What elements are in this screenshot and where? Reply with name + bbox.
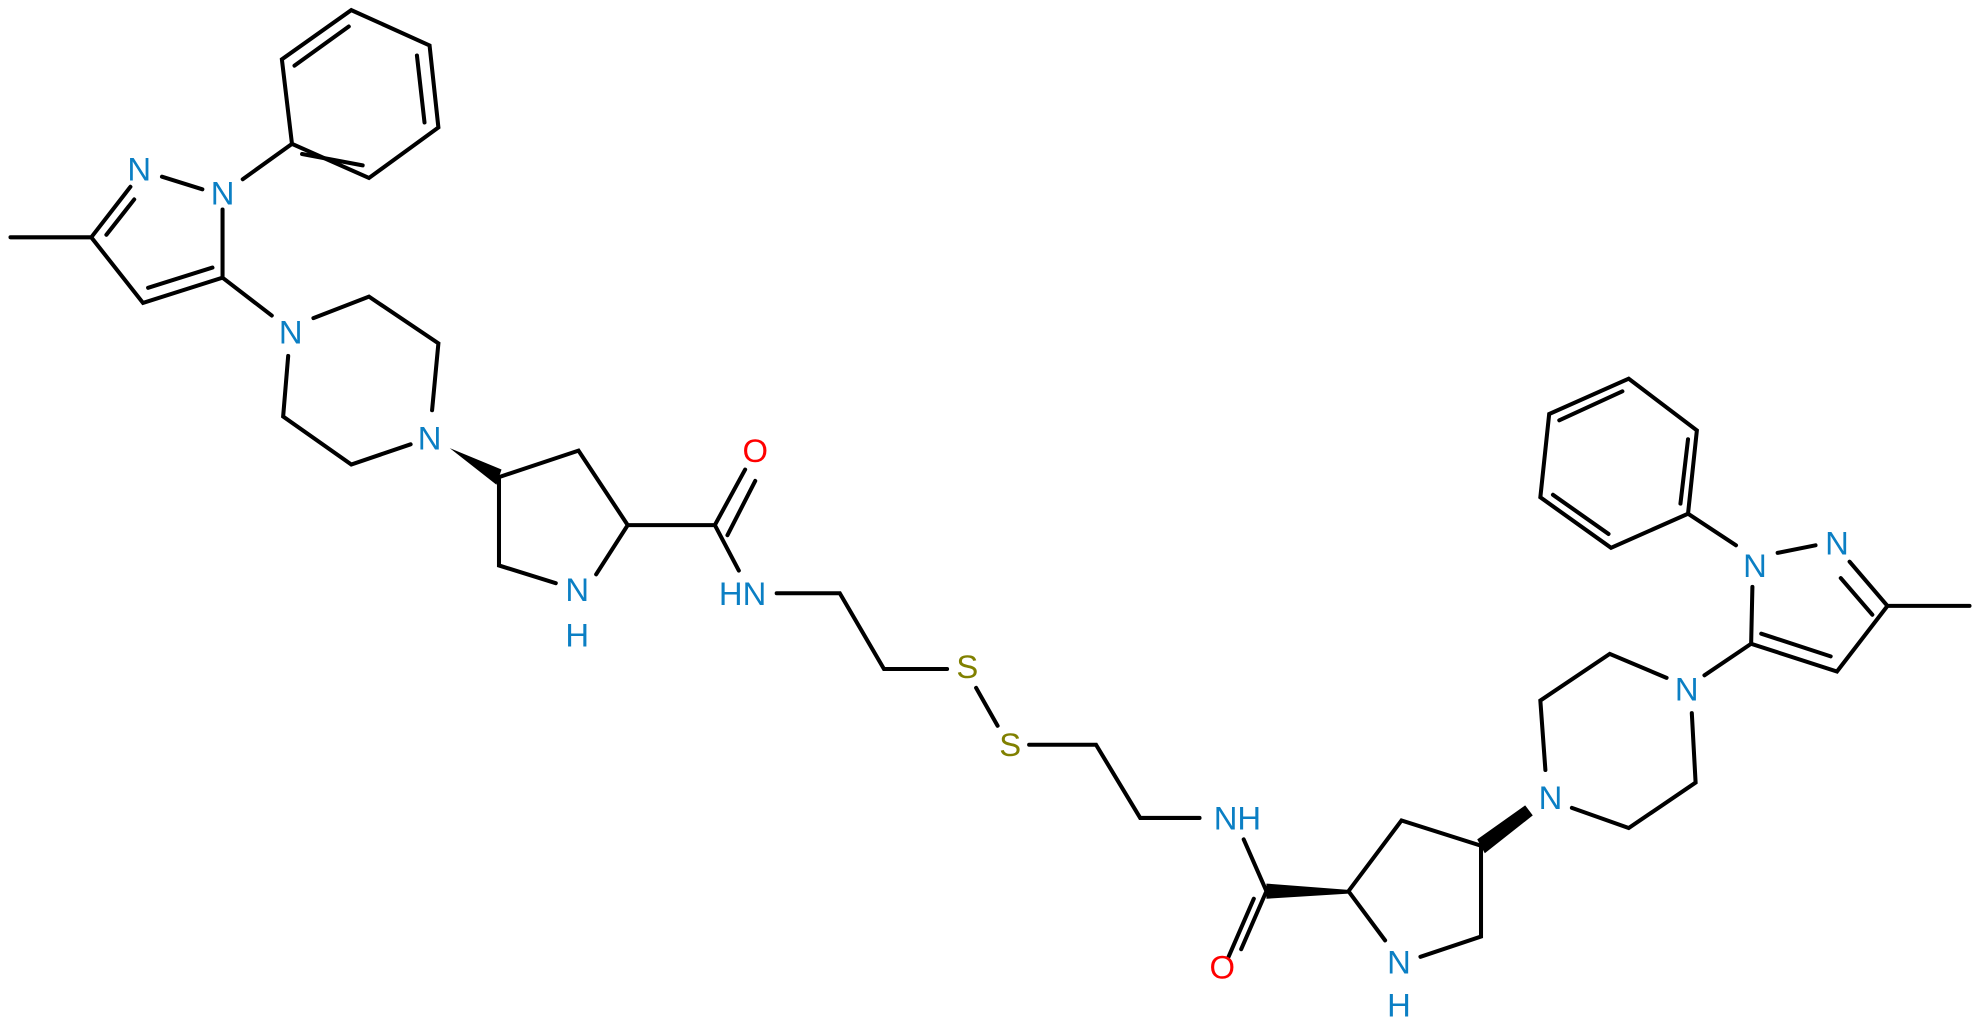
atom-label-h: H <box>565 616 589 653</box>
atom-label-n: N <box>211 175 235 212</box>
atom-label-hn: HN <box>719 575 766 612</box>
atom-label-o: O <box>742 432 768 469</box>
atom-label-n: N <box>127 151 151 188</box>
atom-label-n: N <box>279 313 303 350</box>
bonds <box>8 7 1972 959</box>
atom-label-nh: NH <box>1214 799 1261 836</box>
atom-label-s: S <box>999 726 1021 763</box>
wedge-bond <box>1266 883 1349 899</box>
atom-label-n: N <box>1825 524 1849 561</box>
atom-label-n: N <box>1743 547 1767 584</box>
atom-label-s: S <box>956 648 978 685</box>
wedge-bond <box>1477 805 1533 854</box>
atom-label-n: N <box>418 420 442 457</box>
atom-label-o: O <box>1209 948 1235 985</box>
atom-labels: N N N N N H O HN S S NH O N H N N N N <box>127 151 1848 1024</box>
atom-label-h: H <box>1387 986 1411 1023</box>
wedge-bond <box>449 448 502 485</box>
atom-label-n: N <box>1675 671 1699 708</box>
atom-label-n: N <box>1387 943 1411 980</box>
atom-label-n: N <box>565 571 589 608</box>
atom-label-n: N <box>1539 779 1563 816</box>
